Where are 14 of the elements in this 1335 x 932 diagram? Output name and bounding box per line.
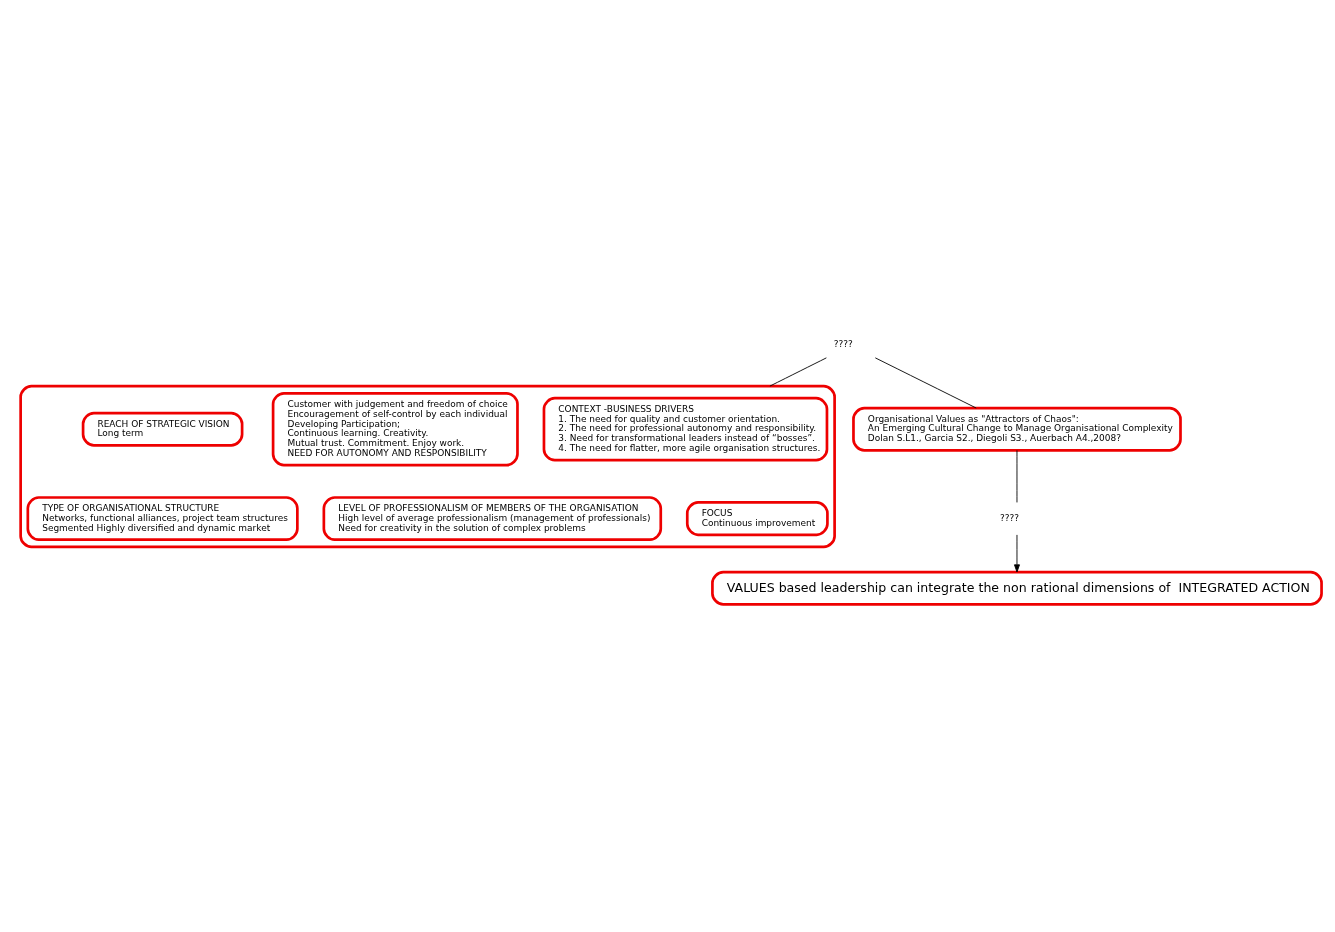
node-text: ????	[833, 338, 853, 349]
node-box: LEVEL OF PROFESSIONALISM OF MEMBERS OF THE ORGANISATION High level of average professionalism (management of professionals) Need for creativity in the solution of complex problems	[322, 495, 663, 541]
arrow	[1014, 533, 1020, 572]
connector	[874, 356, 977, 408]
node-box: REACH OF STRATEGIC VISION Long term	[81, 411, 244, 447]
node-box: TYPE OF ORGANISATIONAL STRUCTURE Networks, functional alliances, project team structures Segmented Highly diversified and dynamic market	[26, 495, 299, 541]
node-box: VALUES based leadership can integrate the non rational dimensions of INTEGRATED ACTION	[711, 570, 1323, 606]
node-box: Organisational Values as "Attractors of Chaos": An Emerging Cultural Change to Manage Organisational Complexity Dolan S.L1., Garcia S2., Diegoli S3., Auerbach A4.,2008?	[852, 406, 1182, 452]
connector	[769, 356, 827, 387]
cluster	[19, 384, 836, 548]
node-box: CONTEXT -BUSINESS DRIVERS 1. The need for quality and customer orientation. 2. The need for professional autonomy and responsibility. 3. Need for transformational leaders instead of “bosses”. 4. The need for flatter, more agile organisation structures.	[542, 396, 829, 462]
node-box: FOCUS Continuous improvement	[685, 500, 829, 536]
node-text: ????	[999, 512, 1019, 523]
node-box: Customer with judgement and freedom of choice Encouragement of self-control by each individual Developing Participation; Continuous learning. Creativity. Mutual trust. Commitment. Enjoy work. NEED FOR AUTONOMY AND RESPONSIBILITY	[271, 391, 519, 466]
